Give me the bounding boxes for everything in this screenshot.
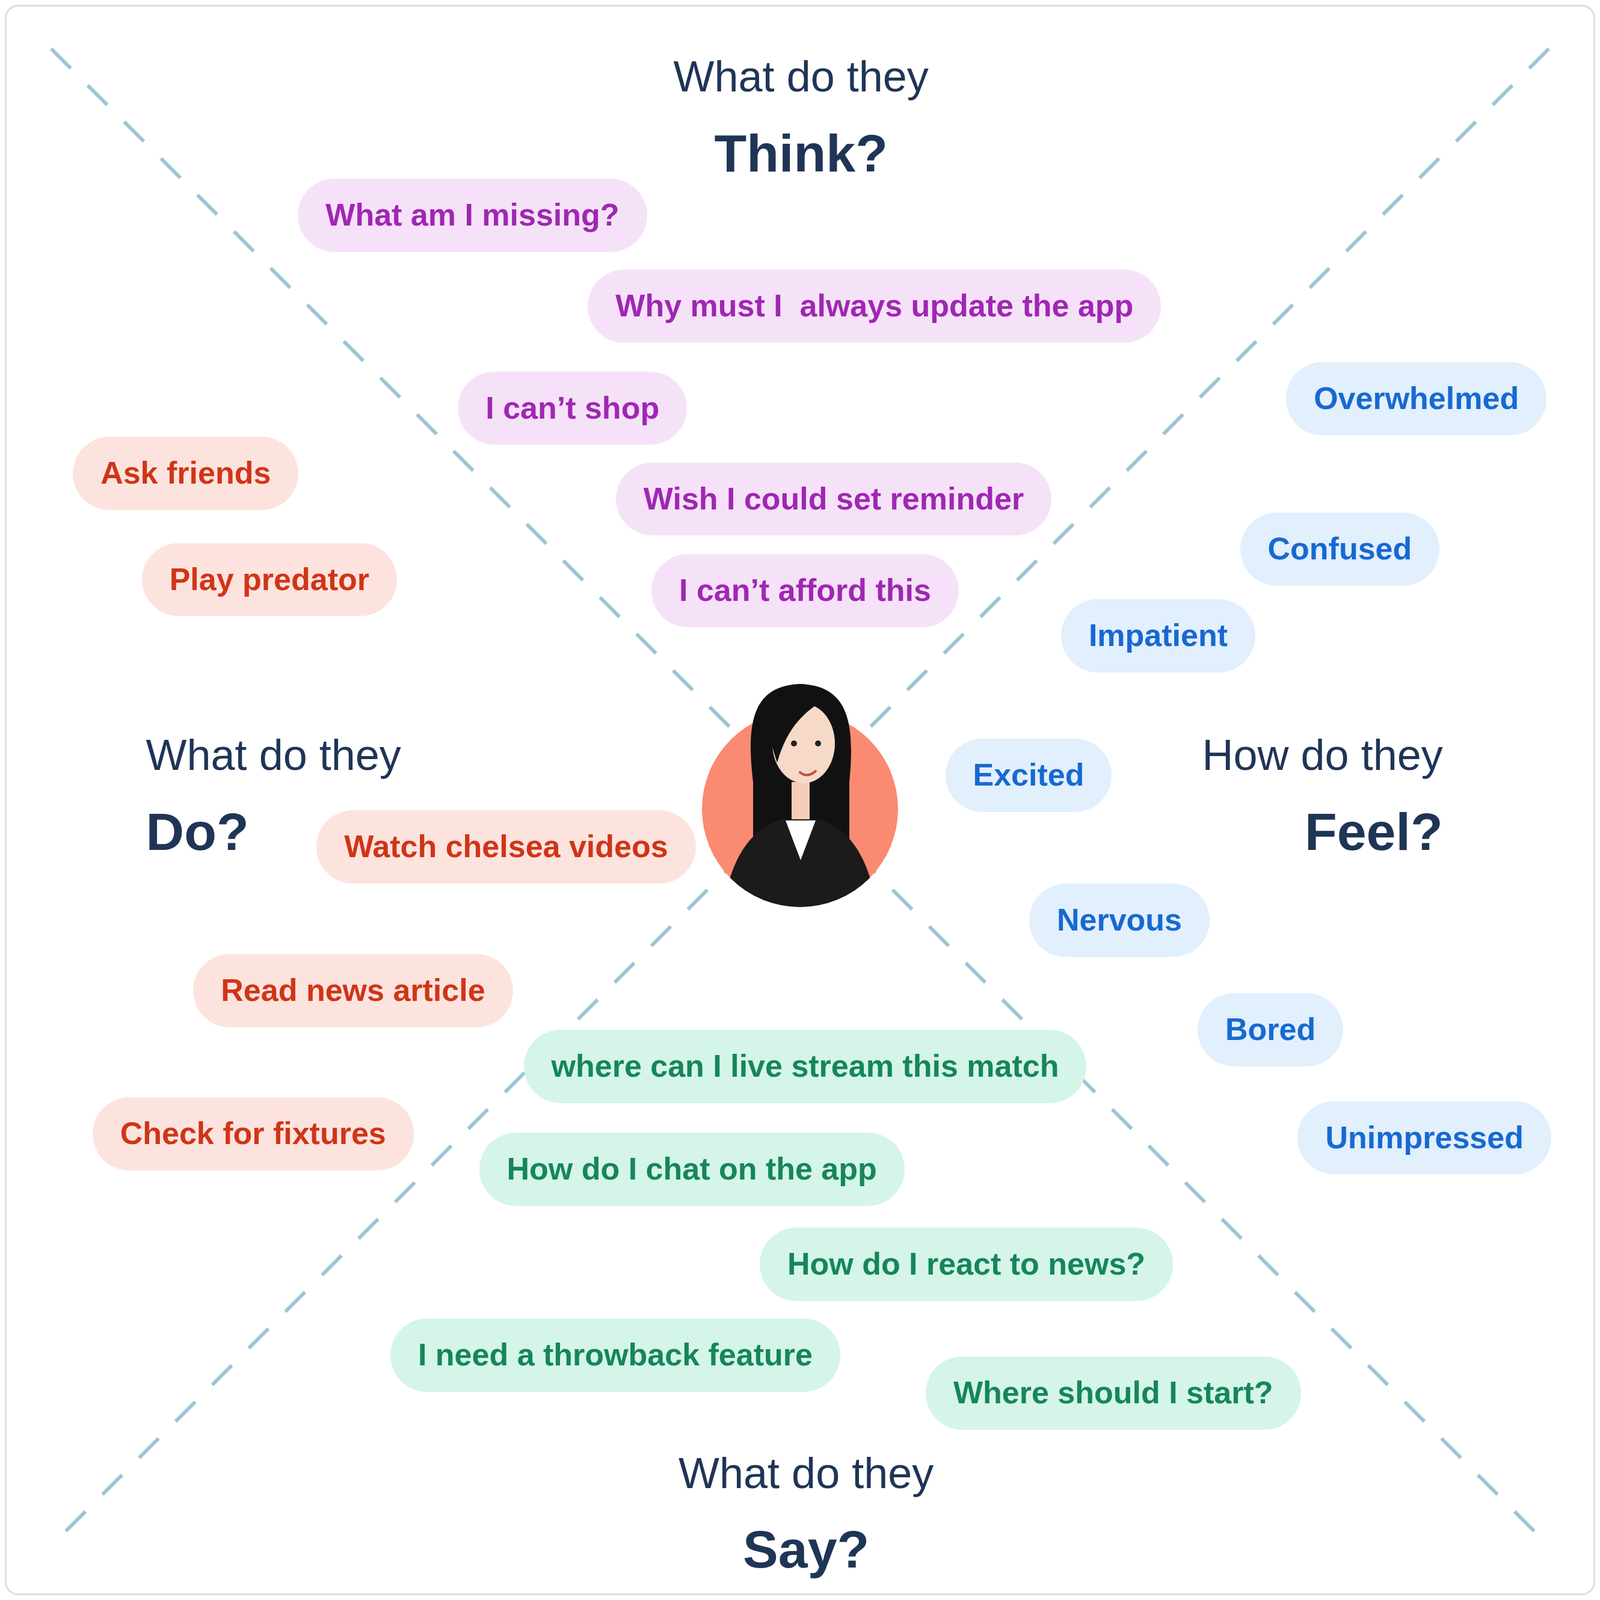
think-pill: What am I missing? — [297, 178, 647, 253]
pill-text: Bored — [1225, 1011, 1316, 1048]
quadrant-title: Do? — [146, 801, 250, 862]
quadrant-title: Say? — [742, 1518, 870, 1580]
quadrant-prompt: What do they — [673, 51, 929, 102]
pill-text: I can’t shop — [485, 390, 660, 427]
think-pill: Why must I always update the app — [587, 269, 1161, 343]
say-pill: How do I react to news? — [759, 1227, 1173, 1302]
pill-text: Ask friends — [100, 455, 271, 492]
think-pill: I can’t afford this — [651, 553, 959, 628]
quadrant-prompt: How do they — [1202, 730, 1444, 781]
pill-text: where can I live stream this match — [551, 1048, 1060, 1085]
feel-pill: Confused — [1240, 512, 1440, 586]
do-pill: Read news article — [193, 953, 513, 1028]
say-pill: where can I live stream this match — [523, 1029, 1087, 1104]
diagonal-divider — [51, 48, 1549, 1546]
pill-text: Where should I start? — [953, 1375, 1274, 1412]
think-pill: I can’t shop — [457, 371, 687, 446]
pill-text: Watch chelsea videos — [344, 828, 669, 865]
do-pill: Watch chelsea videos — [316, 810, 696, 884]
pill-text: Why must I always update the app — [615, 288, 1134, 325]
pill-text: What am I missing? — [325, 197, 619, 234]
pill-text: Unimpressed — [1325, 1120, 1524, 1157]
pill-text: Nervous — [1056, 902, 1182, 939]
pill-text: Play predator — [169, 561, 370, 598]
feel-pill: Overwhelmed — [1286, 362, 1547, 436]
avatar-fringe — [771, 697, 822, 763]
pill-text: I can’t afford this — [679, 572, 932, 609]
feel-pill: Bored — [1197, 993, 1344, 1067]
pill-text: Wish I could set reminder — [643, 481, 1024, 518]
do-pill: Check for fixtures — [92, 1097, 414, 1171]
say-pill: Where should I start? — [925, 1356, 1302, 1430]
pill-text: Check for fixtures — [120, 1115, 387, 1152]
diagonal-divider — [51, 48, 1549, 1546]
pill-text: How do I react to news? — [787, 1246, 1146, 1283]
feel-pill: Excited — [945, 738, 1113, 813]
pill-text: Read news article — [220, 972, 485, 1009]
say-pill: How do I chat on the app — [479, 1132, 905, 1207]
pill-text: Impatient — [1088, 617, 1228, 654]
pill-text: Confused — [1267, 531, 1413, 568]
think-pill: Wish I could set reminder — [615, 462, 1052, 536]
quadrant-prompt: What do they — [678, 1448, 934, 1499]
quadrant-prompt: What do they — [146, 730, 402, 781]
say-pill: I need a throwback feature — [390, 1318, 841, 1392]
feel-pill: Nervous — [1029, 883, 1210, 957]
quadrant-title: Feel? — [1304, 801, 1444, 862]
avatar-smile — [800, 771, 816, 776]
avatar-eye — [815, 740, 822, 747]
pill-text: Overwhelmed — [1313, 380, 1519, 417]
do-pill: Ask friends — [72, 436, 299, 511]
do-pill: Play predator — [141, 543, 397, 617]
pill-text: Excited — [973, 757, 1085, 794]
feel-pill: Unimpressed — [1297, 1101, 1551, 1175]
pill-text: How do I chat on the app — [507, 1151, 877, 1188]
feel-pill: Impatient — [1061, 599, 1256, 673]
avatar-eye — [790, 740, 797, 747]
pill-text: I need a throwback feature — [418, 1337, 813, 1374]
avatar-jacket — [719, 819, 881, 939]
quadrant-title: Think? — [713, 122, 888, 184]
avatar-shirt — [785, 820, 816, 861]
